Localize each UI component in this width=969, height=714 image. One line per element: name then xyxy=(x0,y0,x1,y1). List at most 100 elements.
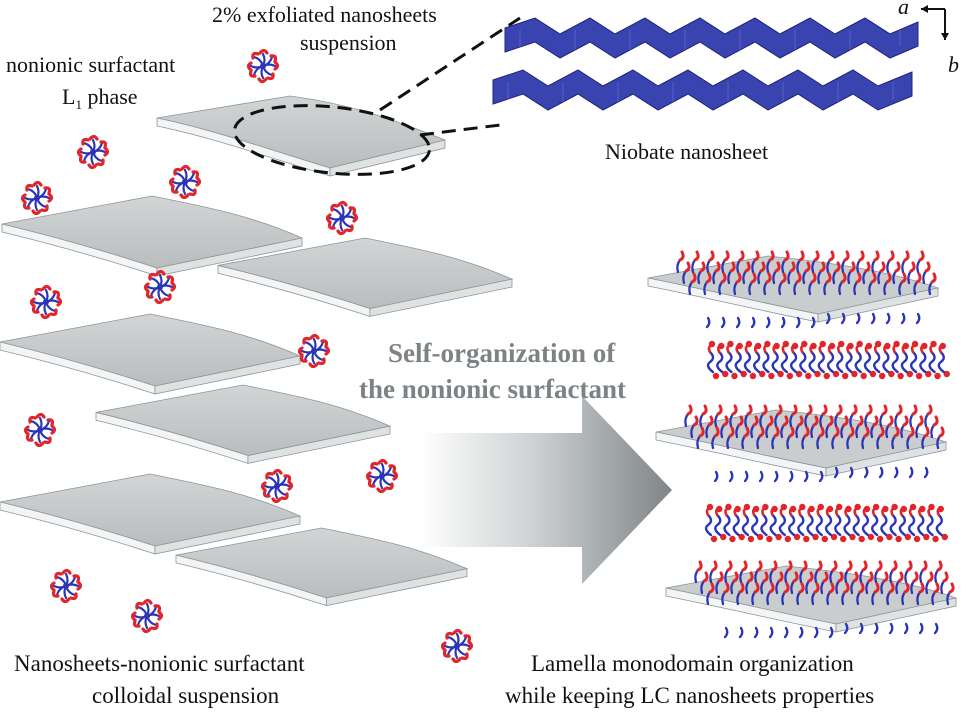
nanosheet xyxy=(95,384,391,464)
surfactant-head xyxy=(888,250,895,262)
surfactant-head xyxy=(825,272,832,284)
surfactant-head xyxy=(805,372,812,380)
surfactant-tail xyxy=(907,513,916,537)
surfactant-head xyxy=(857,415,864,427)
surfactant-head xyxy=(708,582,715,594)
surfactant-head xyxy=(924,261,931,273)
surfactant-head xyxy=(920,343,927,354)
arrow-label-line2: the nonionic surfactant xyxy=(359,374,626,404)
surfactant-head xyxy=(772,343,779,354)
micelle xyxy=(297,333,331,369)
micelle xyxy=(440,628,474,664)
surfactant-head xyxy=(756,533,764,541)
surfactant-tail xyxy=(933,622,939,635)
surfactant-head xyxy=(938,426,945,438)
surfactant-head xyxy=(714,506,722,517)
surfactant-tail xyxy=(898,513,907,537)
surfactant-tail xyxy=(768,626,774,639)
surfactant-head xyxy=(858,535,865,543)
surfactant-tail xyxy=(741,513,750,537)
surfactant-tail xyxy=(843,622,849,635)
surfactant-head xyxy=(832,370,840,378)
surfactant-tail xyxy=(828,626,834,639)
surfactant-head xyxy=(733,506,740,517)
surfactant-tail xyxy=(765,316,771,329)
surfactant-head xyxy=(870,272,877,284)
surfactant-head xyxy=(768,250,775,262)
surfactant-head xyxy=(720,533,727,541)
surfactant-tail xyxy=(808,350,816,374)
surfactant-head xyxy=(876,535,884,543)
surfactant-head xyxy=(872,415,879,427)
surfactant-head xyxy=(761,506,768,517)
surfactant-head xyxy=(776,404,783,416)
surfactant-head xyxy=(798,506,805,517)
surfactant-head xyxy=(863,426,870,438)
surfactant-head xyxy=(828,250,835,262)
surfactant-head xyxy=(899,506,907,517)
surfactant-head xyxy=(701,404,708,416)
surfactant-head xyxy=(729,535,736,543)
surfactant-tail xyxy=(935,513,943,537)
surfactant-head xyxy=(756,560,763,572)
micelle xyxy=(260,468,294,504)
surfactant-head xyxy=(858,582,865,594)
surfactant-head xyxy=(864,343,872,354)
surfactant-head xyxy=(768,372,775,380)
surfactant-head xyxy=(836,404,843,416)
surfactant-head xyxy=(807,571,814,583)
surfactant-head xyxy=(747,535,755,543)
surfactant-tail xyxy=(852,513,860,537)
surfactant-head xyxy=(896,404,903,416)
micelle xyxy=(365,458,399,494)
surfactant-head xyxy=(729,261,736,273)
surfactant-head xyxy=(852,571,859,583)
surfactant-head xyxy=(873,343,881,354)
surfactant-tail xyxy=(725,350,733,374)
micelle xyxy=(29,284,63,320)
surfactant-head xyxy=(705,272,712,284)
surfactant-head xyxy=(690,272,697,284)
surfactant-tail xyxy=(818,470,824,483)
surfactant-tail xyxy=(918,622,924,635)
surfactant-head xyxy=(712,372,720,380)
surfactant-tail xyxy=(873,622,879,635)
surfactant-tail xyxy=(934,568,940,584)
surfactant-tail xyxy=(878,466,884,479)
dashed-zoom-line-lower xyxy=(419,123,501,137)
surfactant-head xyxy=(771,560,778,572)
surfactant-tail xyxy=(734,350,742,374)
surfactant-head xyxy=(918,250,925,262)
surfactant-head xyxy=(758,426,765,438)
surfactant-tail xyxy=(900,312,906,325)
surfactant-tail xyxy=(928,350,936,374)
surfactant-tail xyxy=(903,622,909,635)
surfactant-tail xyxy=(863,466,869,479)
surfactant-head xyxy=(678,250,685,262)
surfactant-head xyxy=(886,533,893,541)
surfactant-head xyxy=(879,261,886,273)
micelle xyxy=(325,200,359,236)
surfactant-head xyxy=(878,372,886,380)
surfactant-head xyxy=(788,506,796,517)
surfactant-head xyxy=(803,535,810,543)
surfactant-head xyxy=(831,560,838,572)
surfactant-tail xyxy=(732,513,740,537)
surfactant-head xyxy=(759,261,766,273)
surfactant-head xyxy=(834,506,842,517)
surfactant-head xyxy=(749,372,757,380)
surfactant-head xyxy=(819,261,826,273)
surfactant-tail xyxy=(694,568,700,584)
surfactant-head xyxy=(873,250,880,262)
surfactant-tail xyxy=(833,466,839,479)
left-caption-line2: colloidal suspension xyxy=(92,683,280,708)
lamella-nanosheet-side xyxy=(835,597,957,633)
surfactant-head xyxy=(918,506,925,517)
surfactant-tail xyxy=(753,626,759,639)
surfactant-head xyxy=(747,571,754,583)
surfactant-head xyxy=(807,506,814,517)
surfactant-head xyxy=(698,426,705,438)
surfactant-head xyxy=(882,571,889,583)
surfactant-head xyxy=(783,250,790,262)
surfactant-head xyxy=(867,571,874,583)
